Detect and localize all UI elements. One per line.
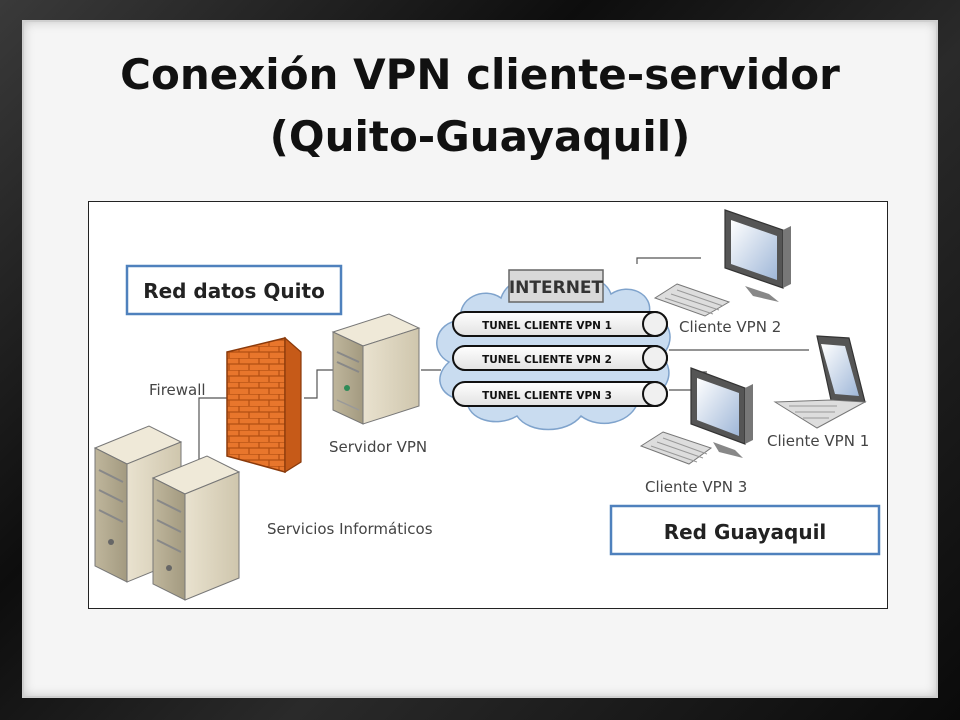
it-services-label: Servicios Informáticos xyxy=(267,520,433,538)
vpn-tunnel-2-label: TUNEL CLIENTE VPN 2 xyxy=(482,354,612,366)
guayaquil-network-label: Red Guayaquil xyxy=(664,520,827,544)
vpn-server-label: Servidor VPN xyxy=(329,438,427,456)
vpn-tunnel-3: TUNEL CLIENTE VPN 3 xyxy=(452,381,668,407)
vpn-tunnel-1-label: TUNEL CLIENTE VPN 1 xyxy=(482,320,612,332)
firewall-label: Firewall xyxy=(149,381,206,399)
title-line-2: (Quito-Guayaquil) xyxy=(269,112,691,161)
client-vpn-1-label: Cliente VPN 1 xyxy=(767,432,869,450)
guayaquil-network-box: Red Guayaquil xyxy=(609,504,881,556)
client-vpn-2-label: Cliente VPN 2 xyxy=(679,318,781,336)
title-line-1: Conexión VPN cliente-servidor xyxy=(120,50,840,99)
network-diagram: Red datos Quito Red Guayaquil INTERNET T… xyxy=(88,201,888,609)
vpn-tunnel-3-label: TUNEL CLIENTE VPN 3 xyxy=(482,390,612,402)
vpn-tunnel-2: TUNEL CLIENTE VPN 2 xyxy=(452,345,668,371)
quito-network-label: Red datos Quito xyxy=(143,279,325,303)
client-vpn-3-desktop-icon xyxy=(639,367,753,465)
client-vpn-1-laptop-icon xyxy=(773,335,867,429)
client-vpn-3-label: Cliente VPN 3 xyxy=(645,478,747,496)
quito-network-box: Red datos Quito xyxy=(125,264,343,316)
internet-label-box: INTERNET xyxy=(508,269,604,303)
firewall-icon xyxy=(226,336,302,474)
internet-label: INTERNET xyxy=(509,278,604,298)
client-vpn-2-desktop-icon xyxy=(653,209,791,317)
it-services-server-2-icon xyxy=(151,455,241,601)
vpn-server-icon xyxy=(331,313,421,425)
vpn-tunnel-1: TUNEL CLIENTE VPN 1 xyxy=(452,311,668,337)
